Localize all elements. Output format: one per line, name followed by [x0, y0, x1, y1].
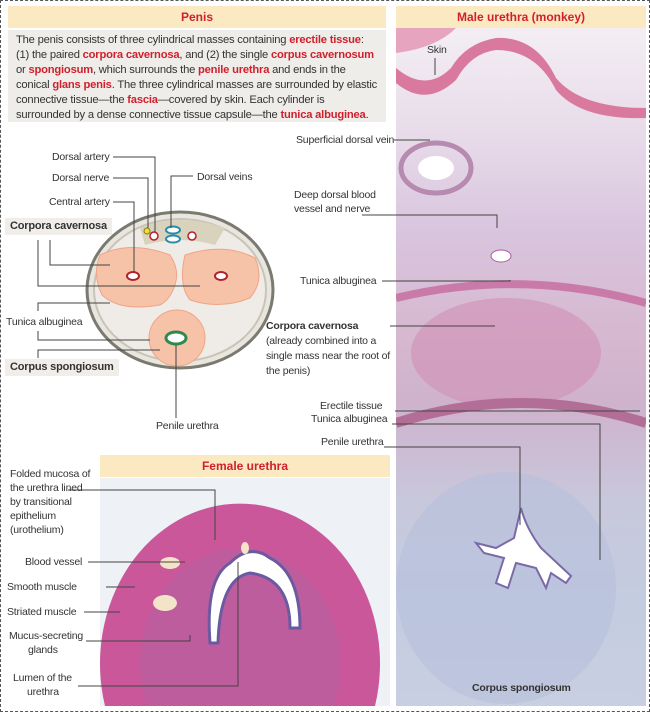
penis-cross-section-diagram [85, 210, 275, 370]
male-header: Male urethra (monkey) [396, 6, 646, 28]
highlighted-term: tunica albuginea [280, 109, 366, 121]
highlighted-term: corpora cavernosa [82, 49, 180, 61]
intro-text-segment: and ends in the conical [16, 64, 346, 91]
label-erectile-tissue: Erectile tissue [320, 400, 383, 412]
label-tunica-albuginea: Tunica albuginea [6, 316, 83, 328]
label-folded-2: the urethra lined [10, 482, 83, 494]
label-smooth-muscle: Smooth muscle [7, 581, 77, 593]
label-cc-note-3: the penis) [266, 365, 311, 377]
label-corpora-cavernosa-male: Corpora cavernosa [266, 320, 359, 332]
label-corpus-spongiosum: Corpus spongiosum [5, 359, 119, 376]
highlighted-term: spongiosum [28, 64, 93, 76]
male-urethra-micrograph [396, 28, 646, 706]
label-tunica-albuginea-male-2: Tunica albuginea [311, 413, 388, 425]
highlighted-term: fascia [127, 94, 158, 106]
label-dorsal-veins: Dorsal veins [197, 171, 253, 183]
label-lumen-1: Lumen of the [13, 672, 72, 684]
highlighted-term: corpus cavernosum [270, 49, 374, 61]
label-folded-5: (urothelium) [10, 524, 64, 536]
label-cc-note-1: (already combined into a [266, 335, 377, 347]
female-header: Female urethra [100, 455, 390, 477]
male-tissue-drawing [396, 28, 646, 704]
label-deep-dorsal-1: Deep dorsal blood [294, 189, 376, 201]
label-dorsal-nerve: Dorsal nerve [52, 172, 110, 184]
label-striated-muscle: Striated muscle [7, 606, 77, 618]
label-cc-note-2: single mass near the root of [266, 350, 390, 362]
highlighted-term: penile urethra [198, 64, 270, 76]
intro-text-segment: or [16, 64, 29, 76]
label-deep-dorsal-2: vessel and nerve [294, 203, 371, 215]
label-mucus-2: glands [28, 644, 58, 656]
label-folded-4: epithelium [10, 510, 56, 522]
label-penile-urethra: Penile urethra [156, 420, 219, 432]
intro-text-segment: The penis consists of three cylindrical … [16, 34, 290, 46]
penis-header: Penis [8, 6, 386, 28]
label-corpora-cavernosa: Corpora cavernosa [5, 218, 112, 235]
label-corpus-spongiosum-male: Corpus spongiosum [472, 682, 571, 694]
label-lumen-2: urethra [27, 686, 59, 698]
intro-text-segment: —covered by skin. Each cylinder is surro… [16, 94, 325, 121]
highlighted-term: glans penis [52, 79, 112, 91]
label-tunica-albuginea-male: Tunica albuginea [300, 275, 377, 287]
label-penile-urethra-male: Penile urethra [321, 436, 384, 448]
intro-text-segment: . The three cylindrical masses are surro… [16, 79, 378, 106]
intro-text-segment: . [365, 109, 369, 121]
penis-intro-text: The penis consists of three cylindrical … [8, 30, 386, 122]
label-skin: Skin [427, 44, 447, 56]
label-dorsal-artery: Dorsal artery [52, 151, 110, 163]
label-mucus-1: Mucus-secreting [9, 630, 84, 642]
highlighted-term: erectile tissue [289, 34, 361, 46]
label-central-artery: Central artery [49, 196, 110, 208]
intro-text-segment: , and (2) the single [179, 49, 271, 61]
female-tissue-drawing [100, 503, 380, 706]
intro-text-segment: , which surrounds the [92, 64, 199, 76]
label-blood-vessel: Blood vessel [25, 556, 83, 568]
intro-text-segment: : (1) the paired [16, 34, 364, 61]
label-superficial-dorsal-vein: Superficial dorsal vein [296, 134, 395, 146]
female-urethra-micrograph [100, 478, 390, 706]
label-folded-3: by transitional [10, 496, 72, 508]
label-folded-1: Folded mucosa of [10, 468, 91, 480]
